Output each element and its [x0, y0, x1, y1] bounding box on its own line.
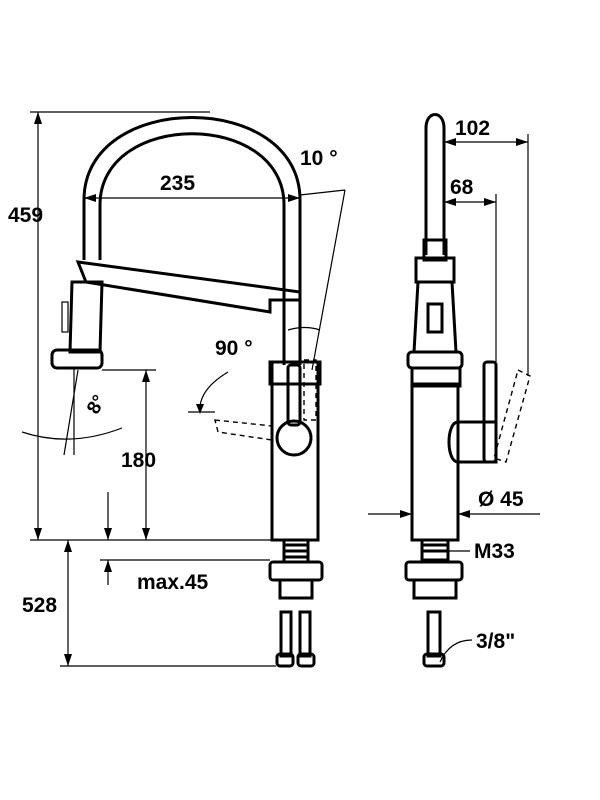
side-spray-face: [406, 350, 464, 370]
label-body-diameter: Ø 45: [478, 488, 524, 511]
label-side-reach: 102: [455, 117, 490, 140]
side-spray-body: [412, 280, 458, 354]
side-hose: [426, 610, 442, 658]
body-collar: [268, 360, 322, 386]
thread-marks: [284, 543, 308, 559]
supply-hoses: [275, 610, 316, 668]
label-swivel-angle: 90 °: [215, 337, 253, 360]
label-reach: 235: [160, 172, 195, 195]
handle-ghost: [303, 359, 317, 421]
side-body-collar: [410, 366, 462, 388]
swivel-arm: [75, 260, 302, 314]
faucet-body: [270, 360, 320, 542]
side-spray-collar: [414, 256, 456, 284]
label-head-tilt: 8°: [83, 392, 110, 418]
side-washer: [412, 578, 458, 600]
side-spout: [424, 113, 446, 255]
spray-head: [68, 280, 104, 354]
spray-head-face: [50, 348, 104, 370]
label-thread: M33: [474, 540, 515, 563]
side-body: [410, 382, 460, 542]
spout-arch-inner: [98, 132, 286, 365]
mount-washer: [278, 578, 314, 600]
spray-button: [61, 301, 69, 333]
side-handle-base: [447, 420, 498, 464]
label-spout-height: 180: [121, 449, 156, 472]
side-lever: [482, 360, 498, 464]
side-view: [404, 113, 531, 668]
label-spray-angle: 10 °: [300, 147, 338, 170]
label-shank-length: 528: [22, 594, 57, 617]
side-hose-nut: [422, 652, 446, 668]
label-side-handle-offset: 68: [450, 176, 474, 199]
lever-handle: [286, 363, 302, 427]
side-nut: [404, 560, 464, 582]
side-dimensions: 102 68 Ø 45 M33 3/8": [368, 117, 540, 663]
spout-arch: [82, 116, 302, 365]
handle-hub: [275, 419, 313, 457]
label-connector: 3/8": [476, 630, 515, 653]
side-spout-neck: [422, 238, 448, 262]
label-total-height: 459: [8, 204, 43, 227]
mount-nut: [268, 560, 324, 582]
label-max-deck: max.45: [137, 571, 209, 594]
side-thread-marks: [422, 543, 448, 553]
front-dimensions: 459 235 10 ° 90 ° 8° 180 max.4: [8, 111, 346, 667]
front-view: [50, 116, 324, 668]
side-lever-ghost: [493, 368, 531, 463]
swivel-ghost: [214, 419, 273, 441]
side-spray-button: [426, 302, 444, 334]
